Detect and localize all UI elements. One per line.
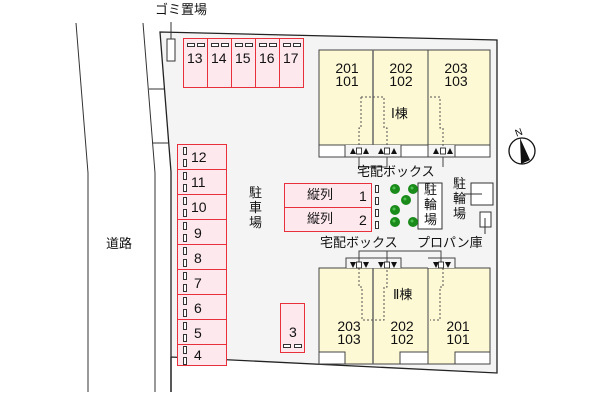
- parking-spot-8: 8: [177, 244, 227, 270]
- bike-parking-label-right: 駐輪場: [452, 177, 466, 222]
- delivery-box-label-top: 宅配ボックス: [357, 165, 435, 180]
- parking-spot-9: 9: [177, 219, 227, 245]
- building-1-label: Ⅰ棟: [391, 107, 408, 122]
- parking-spot-14: 14: [207, 38, 232, 88]
- parking-spot-13: 13: [183, 38, 208, 88]
- delivery-box-label-bottom: 宅配ボックス: [320, 236, 398, 251]
- parking-spot-16: 16: [255, 38, 280, 88]
- parking-spot-5: 5: [177, 319, 227, 345]
- garbage-area-label: ゴミ置場: [155, 3, 208, 18]
- parking-spot-15: 15: [231, 38, 256, 88]
- parking-spot-11: 11: [177, 169, 227, 195]
- parking-spot-17: 17: [279, 38, 304, 88]
- parking-spot-10: 10: [177, 194, 227, 220]
- parking-spot-7: 7: [177, 269, 227, 295]
- road-label: 道路: [106, 237, 133, 252]
- parking-label: 駐車場: [248, 186, 262, 231]
- propane-storage-label: プロパン庫: [417, 236, 483, 251]
- svg-text:N: N: [514, 127, 525, 140]
- parking-spot-6: 6: [177, 294, 227, 320]
- parking-spot-4: 4: [177, 344, 227, 366]
- parking-spot-3: 3: [280, 303, 305, 353]
- parking-spot-tandem-1: 縦列 1: [284, 183, 372, 208]
- compass-north-icon: [509, 130, 537, 166]
- building-2-label: Ⅱ棟: [393, 288, 413, 303]
- bike-parking-label-center: 駐輪場: [423, 183, 437, 228]
- parking-spot-tandem-2: 縦列 2: [284, 207, 372, 232]
- parking-spot-12: 12: [177, 144, 227, 170]
